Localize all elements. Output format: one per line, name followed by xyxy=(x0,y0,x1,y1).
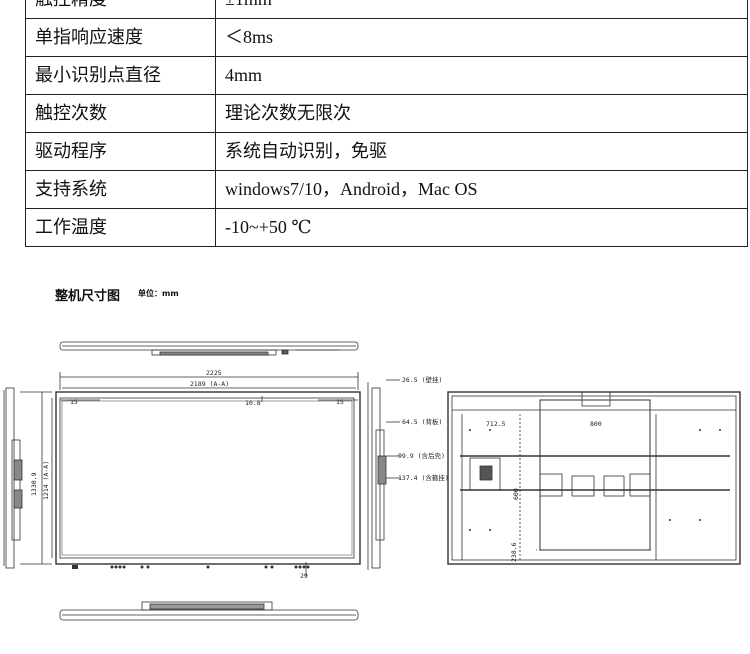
spec-value: 4mm xyxy=(215,56,748,95)
dim-mount-bottom: 238.6 xyxy=(510,542,518,562)
dim-mount-top: 712.5 xyxy=(486,420,506,428)
dim-depth-3: 99.9 (含后壳) xyxy=(398,451,445,460)
dim-overall-width: 2225 xyxy=(206,369,222,377)
spec-label: 单指响应速度 xyxy=(25,18,216,57)
spec-row: 触控精度±1mm xyxy=(25,0,748,19)
top-view xyxy=(59,341,359,356)
section-title: 整机尺寸图 xyxy=(55,289,121,304)
dim-mount-width: 800 xyxy=(590,420,602,428)
dim-mount-height: 600 xyxy=(512,488,520,500)
left-side-view xyxy=(3,387,23,569)
spec-value: ＜8ms xyxy=(215,18,748,57)
spec-value: 理论次数无限次 xyxy=(215,94,748,133)
dim-left-margin: 15 xyxy=(70,398,78,406)
unit-label: 单位：mm xyxy=(138,289,179,298)
dim-depth-4: 137.4 (含箍挂) xyxy=(398,473,449,482)
dim-active-width: 2189 (A-A) xyxy=(190,380,229,388)
spec-row: 驱动程序系统自动识别，免驱 xyxy=(25,132,748,171)
spec-table: 触控精度±1mm单指响应速度＜8ms最小识别点直径4mm触控次数理论次数无限次驱… xyxy=(25,0,748,247)
spec-label: 最小识别点直径 xyxy=(25,56,216,95)
front-view xyxy=(20,372,361,576)
spec-label: 支持系统 xyxy=(25,170,216,209)
spec-label: 触控精度 xyxy=(25,0,216,19)
bottom-view xyxy=(59,601,359,621)
spec-label: 工作温度 xyxy=(25,208,216,247)
spec-value: ±1mm xyxy=(215,0,748,19)
spec-row: 触控次数理论次数无限次 xyxy=(25,94,748,133)
dim-active-height: 1214 (A-A) xyxy=(42,461,50,500)
dim-depth-1: 26.5 (壁挂) xyxy=(402,375,442,384)
spec-label: 触控次数 xyxy=(25,94,216,133)
dim-height: 1330.9 xyxy=(30,472,38,496)
spec-label: 驱动程序 xyxy=(25,132,216,171)
dim-bottom-gap: 29 xyxy=(300,572,308,580)
rear-view xyxy=(447,391,741,565)
spec-value: windows7/10，Android，Mac OS xyxy=(215,170,748,209)
spec-row: 单指响应速度＜8ms xyxy=(25,18,748,57)
spec-value: 系统自动识别，免驱 xyxy=(215,132,748,171)
dim-depth-2: 64.5 (背板) xyxy=(402,417,442,426)
dim-right-margin: 15 xyxy=(336,398,344,406)
right-side-view xyxy=(367,379,400,570)
spec-row: 工作温度 -10~+50 ℃ xyxy=(25,208,748,247)
dim-top-gap: 10.8 xyxy=(245,399,261,407)
spec-value: -10~+50 ℃ xyxy=(215,208,748,247)
dimension-drawing: 2225 2189 (A-A) 15 15 10.8 29 1330.9 121… xyxy=(3,341,741,621)
